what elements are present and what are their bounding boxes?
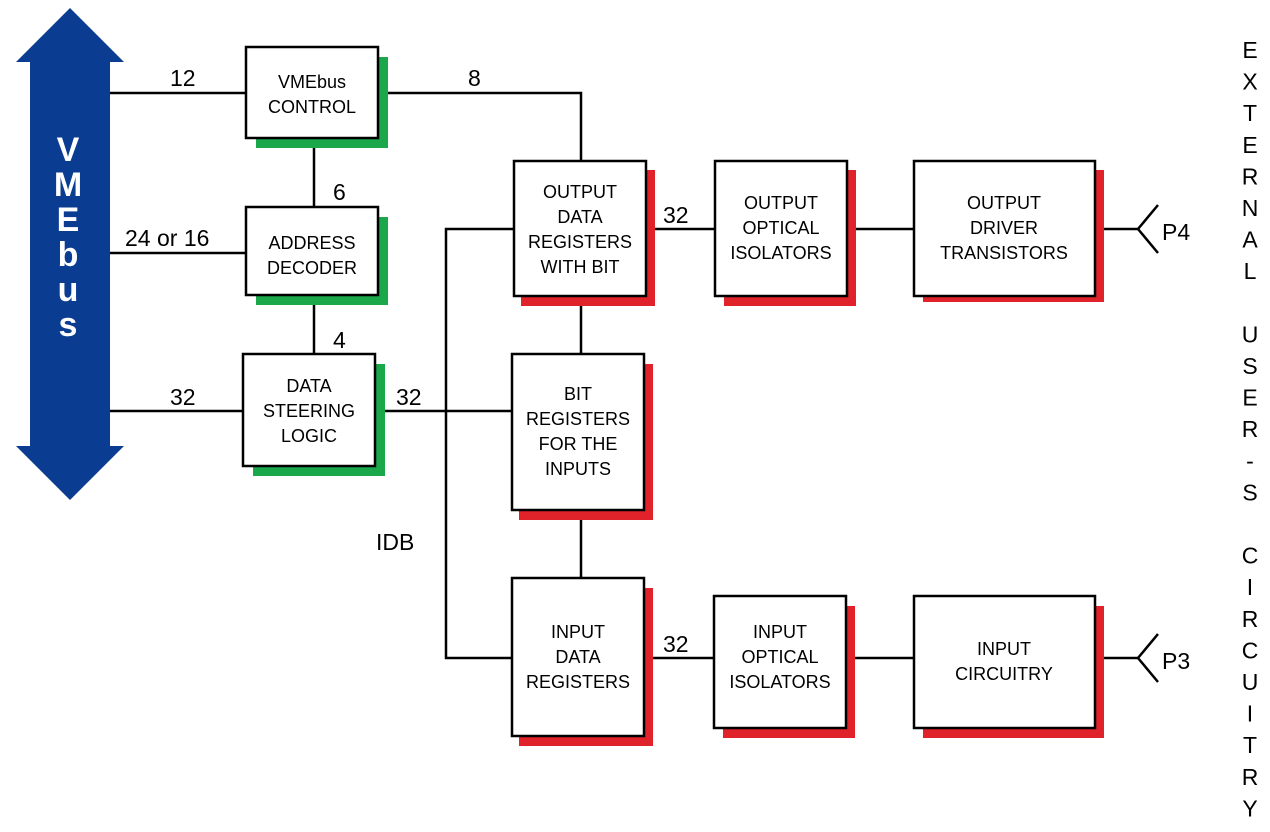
side-letter: C [1242,543,1259,569]
side-letter: C [1242,637,1259,663]
side-letter: R [1242,163,1259,189]
connection-lines [110,91,1159,683]
side-letter: I [1247,701,1253,727]
width-output-isolators: 32 [663,202,689,228]
side-letter: R [1242,764,1259,790]
side-letter: T [1243,732,1257,758]
side-letter: S [1242,479,1257,505]
side-letter: E [1242,37,1257,63]
side-letter: X [1242,69,1257,95]
side-letter: I [1247,574,1253,600]
side-letter: U [1242,321,1259,347]
vmebus-arrow [16,8,124,500]
side-letter: Y [1242,795,1257,821]
width-decoder-steering: 4 [333,327,346,353]
width-vme-decoder: 24 or 16 [125,225,209,251]
side-letter: E [1242,385,1257,411]
vmebus-letter: u [58,271,79,309]
vmebus-letter: b [58,236,79,274]
side-letter: S [1242,353,1257,379]
side-letter: A [1242,227,1258,253]
vmebus-letter: V [57,131,80,169]
side-letter: R [1242,606,1259,632]
width-vme-steering: 32 [170,384,196,410]
width-control-output: 8 [468,65,481,91]
width-vme-control: 12 [170,65,196,91]
side-letter: E [1242,132,1257,158]
vmebus-letter: s [59,306,78,344]
width-steering-idb: 32 [396,384,422,410]
side-letter: T [1243,100,1257,126]
side-letter: L [1244,258,1257,284]
p3-connector-symbol [1136,633,1159,683]
p4-connector-symbol [1136,204,1159,254]
idb-label: IDB [376,529,414,555]
vmebus-label: VMEbus [54,131,82,344]
width-input-isolators: 32 [663,631,689,657]
side-letter: U [1242,669,1259,695]
vmebus-letter: E [57,201,80,239]
p4-label: P4 [1162,219,1190,245]
side-letter: N [1242,195,1259,221]
side-letter: R [1242,416,1259,442]
width-control-decoder: 6 [333,179,346,205]
p3-label: P3 [1162,648,1190,674]
side-letter: - [1246,448,1254,474]
vmebus-letter: M [54,166,82,204]
